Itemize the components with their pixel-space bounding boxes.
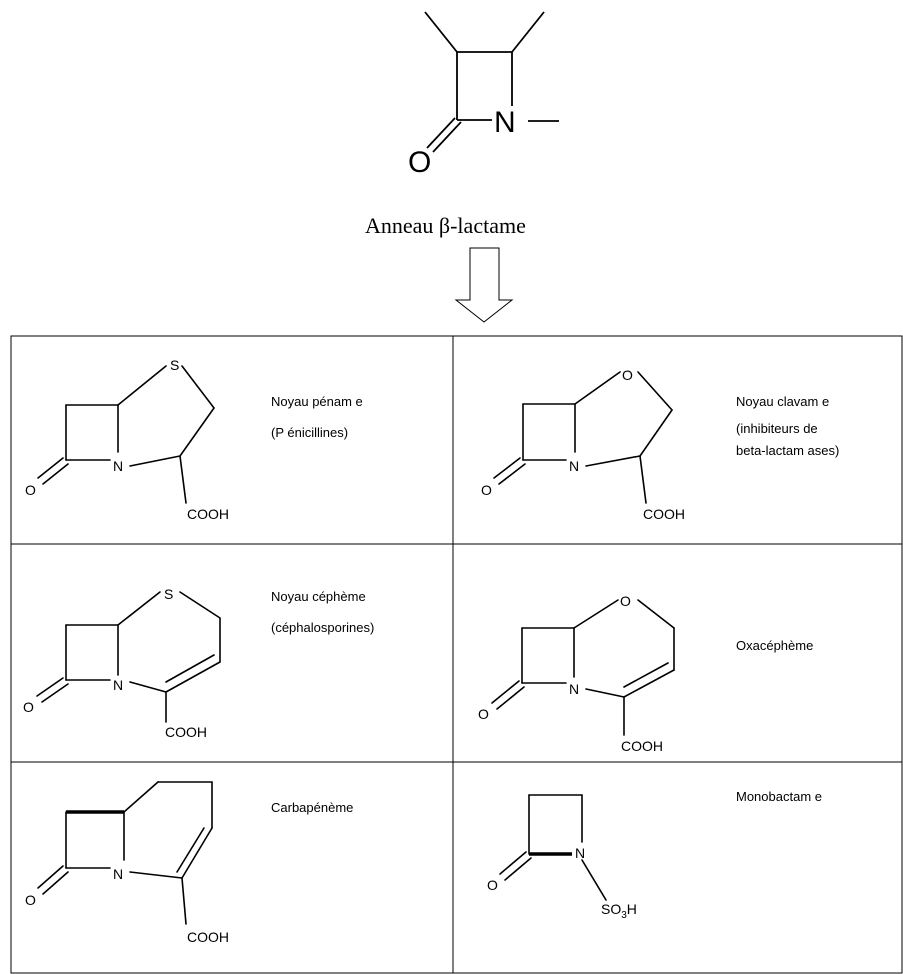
clavam-nitrogen: N xyxy=(569,458,579,474)
penam-oxygen: O xyxy=(25,482,36,498)
monobactam-so3h: SO3H xyxy=(601,901,637,921)
oxacephem-oxygen: O xyxy=(478,706,489,722)
carbapenem-nitrogen: N xyxy=(113,866,123,882)
penam-sulfur: S xyxy=(170,357,179,373)
clavam-structure: O N O COOH xyxy=(481,367,685,522)
cephem-structure: S N O COOH xyxy=(23,586,221,740)
structure-table xyxy=(10,335,903,974)
cephem-label: Noyau céphème (céphalosporines) xyxy=(271,589,374,635)
beta-lactam-ring: N O xyxy=(408,11,559,179)
carbapenem-cooh: COOH xyxy=(187,929,229,945)
cephem-nitrogen: N xyxy=(113,677,123,693)
oxacephem-cooh: COOH xyxy=(621,738,663,754)
penam-nitrogen: N xyxy=(113,458,123,474)
clavam-cooh: COOH xyxy=(643,506,685,522)
cephem-oxygen: O xyxy=(23,699,34,715)
cephem-sulfur: S xyxy=(164,586,173,602)
penam-cooh: COOH xyxy=(187,506,229,522)
down-arrow-icon xyxy=(454,247,514,323)
oxacephem-structure: O N O COOH xyxy=(478,593,675,754)
oxacephem-label: Oxacéphème xyxy=(736,638,813,653)
penam-label: Noyau pénam e (P énicillines) xyxy=(271,394,366,440)
monobactam-structure: N O SO3H xyxy=(487,794,637,921)
clavam-oxygen-ring: O xyxy=(622,367,633,383)
ring-oxygen: O xyxy=(408,146,431,179)
monobactam-label: Monobactam e xyxy=(736,789,822,804)
cephem-cooh: COOH xyxy=(165,724,207,740)
diagram-title: Anneau β-lactame xyxy=(365,213,526,238)
carbapenem-oxygen: O xyxy=(25,892,36,908)
carbapenem-label: Carbapénème xyxy=(271,800,353,815)
oxacephem-nitrogen: N xyxy=(569,681,579,697)
penam-structure: S N O COOH xyxy=(25,357,229,522)
clavam-oxygen: O xyxy=(481,482,492,498)
monobactam-nitrogen: N xyxy=(575,845,585,861)
monobactam-oxygen: O xyxy=(487,877,498,893)
oxacephem-oxygen-ring: O xyxy=(620,593,631,609)
clavam-label: Noyau clavam e (inhibiteurs de beta-lact… xyxy=(736,394,839,458)
carbapenem-structure: N O COOH xyxy=(25,781,229,945)
ring-nitrogen: N xyxy=(494,106,516,139)
